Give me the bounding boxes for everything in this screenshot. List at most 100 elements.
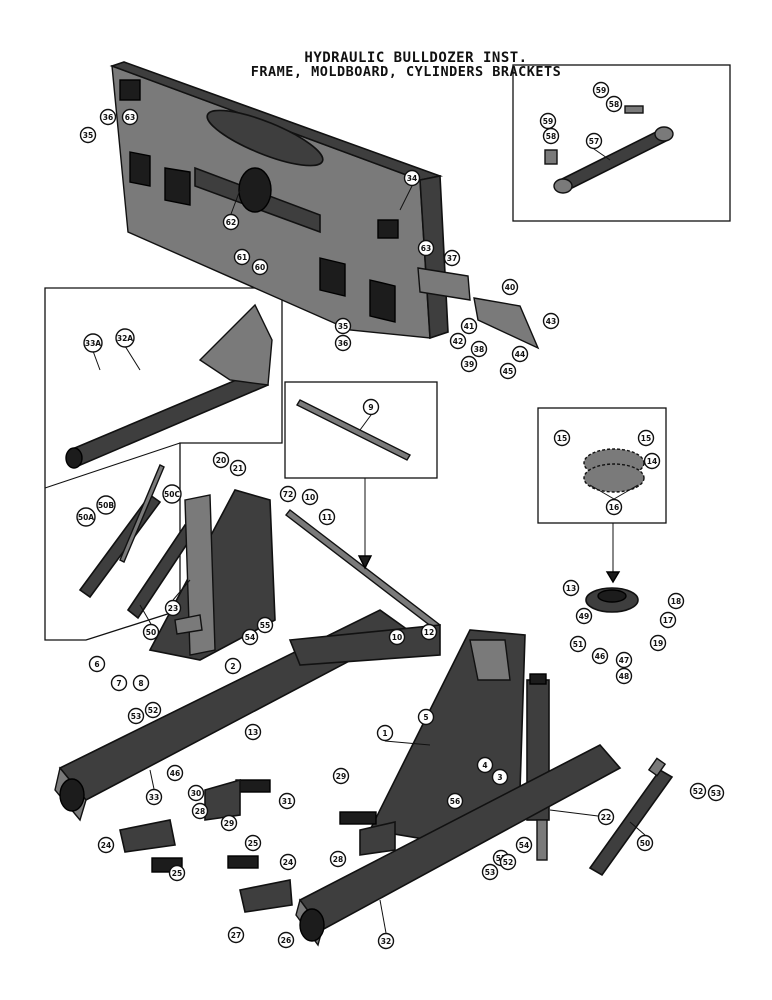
callout-label: 14 [647, 457, 657, 466]
callout-circle [83, 333, 103, 353]
callout-label: 53 [711, 789, 721, 798]
callout-63: 63 [121, 108, 139, 126]
callout-circle [96, 495, 116, 515]
callout-circle [449, 332, 467, 350]
callout-circle [417, 239, 435, 257]
callout-circle [168, 864, 186, 882]
callout-41: 41 [460, 317, 478, 335]
callout-8: 8 [132, 674, 150, 692]
callout-label: 52 [503, 858, 513, 867]
callout-55: 55 [256, 616, 274, 634]
callout-label: 15 [557, 434, 567, 443]
callout-label: 50 [640, 839, 650, 848]
callout-label: 58 [609, 100, 619, 109]
callout-label: 60 [255, 263, 265, 272]
tie-rod [285, 509, 441, 631]
callout-53: 53 [707, 784, 725, 802]
callout-circle [224, 657, 242, 675]
callout-label: 23 [168, 604, 178, 613]
callout-43: 43 [542, 312, 560, 330]
trunnion-arrow-head [605, 571, 621, 584]
callout-label: 37 [447, 254, 457, 263]
callout-24: 24 [97, 836, 115, 854]
callout-circle [542, 312, 560, 330]
callout-label: 26 [281, 936, 291, 945]
callout-label: 45 [503, 367, 513, 376]
callout-28: 28 [191, 802, 209, 820]
callout-label: 59 [543, 117, 553, 126]
callout-label: 52 [148, 706, 158, 715]
callout-1: 1 [376, 724, 394, 742]
callout-57: 57 [585, 132, 603, 150]
callout-46: 46 [166, 764, 184, 782]
callout-circle [229, 459, 247, 477]
callout-circle [491, 768, 509, 786]
callout-label: 57 [589, 137, 599, 146]
callout-40: 40 [501, 278, 519, 296]
callout-4: 4 [476, 756, 494, 774]
callout-24: 24 [279, 853, 297, 871]
callout-circle [667, 592, 685, 610]
callout-circle [132, 674, 150, 692]
callout-label: 13 [248, 728, 258, 737]
callout-circle [643, 452, 661, 470]
callout-16: 16 [605, 498, 623, 516]
callout-label: 6 [94, 660, 99, 669]
callout-circle [476, 756, 494, 774]
leader-lines [92, 148, 646, 934]
callout-circle [605, 95, 623, 113]
callout-circle [244, 834, 262, 852]
callout-circle [164, 599, 182, 617]
callout-circle [301, 488, 319, 506]
callout-circle [481, 863, 499, 881]
callout-54: 54 [241, 628, 259, 646]
callout-48: 48 [615, 667, 633, 685]
callout-label: 32 [381, 937, 391, 946]
callout-label: 46 [170, 769, 180, 778]
callout-label: 46 [595, 652, 605, 661]
callout-22: 22 [597, 808, 615, 826]
callout-42: 42 [449, 332, 467, 350]
callout-circle [191, 802, 209, 820]
callout-label: 47 [619, 656, 629, 665]
callout-37: 37 [443, 249, 461, 267]
callout-circle [591, 647, 609, 665]
callout-label: 16 [609, 503, 619, 512]
callout-25: 25 [244, 834, 262, 852]
callout-label: 63 [421, 244, 431, 253]
cutting-edges [417, 267, 540, 350]
callout-label: 50A [78, 513, 94, 522]
callout-label: 3 [497, 773, 502, 782]
callout-32A: 32A [115, 328, 135, 348]
callout-29: 29 [220, 814, 238, 832]
callout-label: 28 [333, 855, 343, 864]
callout-circle [279, 485, 297, 503]
callout-label: 53 [485, 868, 495, 877]
callout-label: 8 [138, 679, 143, 688]
callout-label: 2 [230, 662, 235, 671]
callout-circle [334, 334, 352, 352]
callout-label: 50B [98, 501, 114, 510]
callout-label: 36 [103, 113, 113, 122]
callout-35: 35 [334, 317, 352, 335]
callout-circle [110, 674, 128, 692]
callout-25: 25 [168, 864, 186, 882]
callout-23: 23 [164, 599, 182, 617]
callout-label: 59 [596, 86, 606, 95]
callout-72: 72 [279, 485, 297, 503]
callout-49: 49 [575, 607, 593, 625]
callout-label: 31 [282, 797, 292, 806]
callout-label: 5 [423, 713, 428, 722]
callout-circle [443, 249, 461, 267]
callout-circle [649, 634, 667, 652]
callout-29: 29 [332, 767, 350, 785]
callout-label: 43 [546, 317, 556, 326]
callout-36: 36 [334, 334, 352, 352]
right-cylinder-bracket [368, 629, 526, 841]
callout-circle [256, 616, 274, 634]
callout-circle [144, 701, 162, 719]
callout-circle [637, 429, 655, 447]
callout-circle [166, 764, 184, 782]
callout-label: 28 [195, 807, 205, 816]
